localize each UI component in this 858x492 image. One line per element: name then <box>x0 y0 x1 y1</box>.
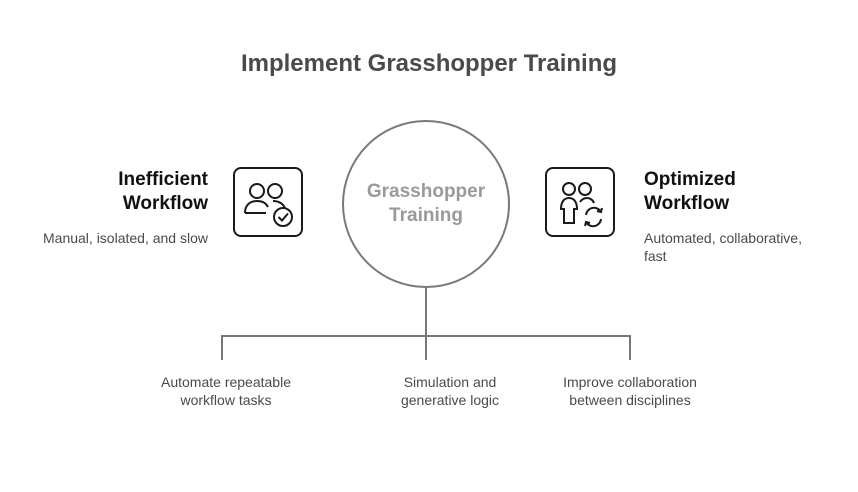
branch-label-collaboration: Improve collaboration between discipline… <box>563 374 697 408</box>
center-label: Grasshopper Training <box>366 181 486 226</box>
left-heading: Inefficient Workflow <box>118 169 208 214</box>
right-description: Automated, collaborative, fast <box>644 230 802 264</box>
right-icon-box <box>545 167 615 237</box>
center-circle: Grasshopper Training <box>342 120 510 288</box>
left-icon-box <box>233 167 303 237</box>
users-check-icon <box>244 183 293 227</box>
diagram-title: Implement Grasshopper Training <box>240 50 618 77</box>
left-description: Manual, isolated, and slow <box>43 230 208 246</box>
branch-label-automate: Automate repeatable workflow tasks <box>161 374 291 408</box>
users-refresh-icon <box>559 182 603 228</box>
branch-label-simulation: Simulation and generative logic <box>400 374 500 408</box>
right-heading: Optimized Workflow <box>644 169 736 214</box>
